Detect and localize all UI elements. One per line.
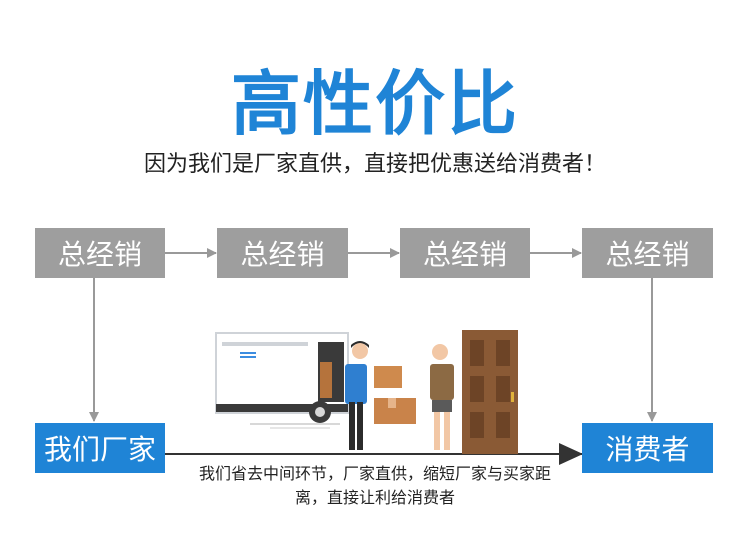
delivery-truck-icon (215, 332, 349, 429)
chain-step-4: 总经销 (582, 228, 713, 278)
parcel-stack-icon (374, 398, 416, 424)
page-subtitle: 因为我们是厂家直供，直接把优惠送给消费者！ (143, 152, 606, 177)
door-icon (462, 330, 518, 454)
chain-step-3: 总经销 (400, 228, 530, 278)
chain-step-2: 总经销 (217, 228, 348, 278)
manufacturer-box: 我们厂家 (35, 423, 165, 473)
customer-person-icon (430, 344, 454, 450)
parcel-carried-icon (374, 366, 402, 388)
caption-line-2: 离，直接让利给消费者 (294, 488, 455, 507)
delivery-person-icon (345, 341, 369, 450)
chain-step-1: 总经销 (35, 228, 165, 278)
delivery-illustration (215, 330, 518, 454)
direct-chain-caption: 我们省去中间环节，厂家直供，缩短厂家与买家距 离，直接让利给消费者 (165, 462, 585, 510)
page-title: 高性价比 (231, 63, 519, 145)
consumer-box: 消费者 (582, 423, 713, 473)
caption-line-1: 我们省去中间环节，厂家直供，缩短厂家与买家距 (198, 464, 551, 483)
